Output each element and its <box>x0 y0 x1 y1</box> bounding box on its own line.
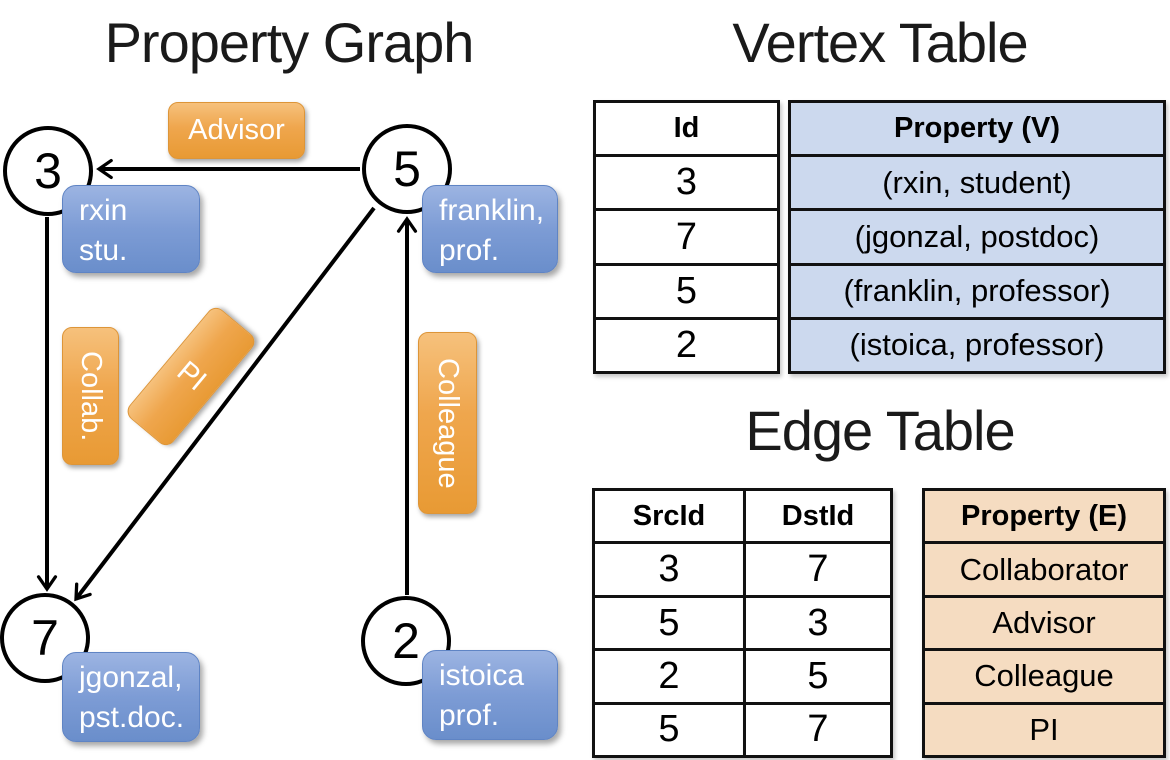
edge-table-property-column: Property (E) Collaborator Advisor Collea… <box>922 488 1166 758</box>
vertex-table-cell: (franklin, professor) <box>791 262 1163 317</box>
edge-table-cell: 7 <box>746 701 890 755</box>
vertex-property-box-5: franklin, prof. <box>422 185 558 273</box>
edge-label-text: PI <box>170 355 213 398</box>
vertex-property-box-3: rxin stu. <box>62 185 200 273</box>
edge-table-cell: 2 <box>595 648 743 701</box>
node-id-label: 5 <box>393 141 421 197</box>
edge-table-header-property: Property (E) <box>925 491 1163 542</box>
edge-label-collab: Collab. <box>62 327 119 465</box>
edge-table-cell: 3 <box>595 541 743 594</box>
vertex-table-cell: 3 <box>596 154 777 208</box>
graph-node-2: 2 <box>361 596 451 686</box>
node-id-label: 7 <box>31 610 59 666</box>
edge-table-cell: PI <box>925 701 1163 756</box>
vertex-table-cell: (jgonzal, postdoc) <box>791 208 1163 263</box>
edge-label-text: Collab. <box>75 350 107 442</box>
edge-table-srcid-column: SrcId 3 5 2 5 <box>592 488 743 758</box>
vertex-table-cell: 5 <box>596 262 777 317</box>
vertex-property-line: rxin <box>79 194 128 227</box>
edge-label-advisor: Advisor <box>168 102 305 159</box>
node-id-label: 3 <box>34 143 62 199</box>
edge-label-text: Advisor <box>188 114 285 146</box>
vertex-table-property-column: Property (V) (rxin, student) (jgonzal, p… <box>788 100 1166 374</box>
vertex-table-cell: (rxin, student) <box>791 154 1163 209</box>
edge-table-cell: 5 <box>746 648 890 701</box>
vertex-property-line: prof. <box>439 699 500 732</box>
edge-table-cell: 3 <box>746 594 890 648</box>
edge-table-dstid-column: DstId 7 3 5 7 <box>743 488 893 758</box>
vertex-table-title: Vertex Table <box>732 11 1028 74</box>
vertex-property-box-2: istoica prof. <box>422 650 558 740</box>
vertex-table-header-id: Id <box>673 112 700 145</box>
edge-table-header-srcid: SrcId <box>632 499 706 532</box>
vertex-property-line: stu. <box>79 234 128 267</box>
edge-label-colleague: Colleague <box>418 332 477 514</box>
edge-table-cell: 5 <box>595 701 743 755</box>
vertex-property-line: prof. <box>439 234 500 267</box>
edge-table-cell: 5 <box>595 594 743 648</box>
vertex-table-cell: (istoica, professor) <box>791 316 1163 372</box>
vertex-property-line: istoica <box>439 659 525 692</box>
vertex-property-line: jgonzal, <box>79 661 183 694</box>
edge-table-cell: Collaborator <box>925 541 1163 595</box>
vertex-table-cell: 7 <box>596 208 777 262</box>
vertex-property-line: franklin, <box>439 194 545 227</box>
edge-table-cell: Colleague <box>925 648 1163 702</box>
vertex-table-id-column: Id 3 7 5 2 <box>593 100 780 374</box>
vertex-property-box-7: jgonzal, pst.doc. <box>62 652 200 742</box>
vertex-table-header-property: Property (V) <box>791 103 1163 155</box>
edge-table-title: Edge Table <box>745 399 1015 462</box>
edge-label-text: Colleague <box>432 357 464 489</box>
edge-arrow-pi-5-to-7 <box>74 206 376 602</box>
graph-node-5: 5 <box>362 124 452 214</box>
edge-table-cell: 7 <box>746 541 890 594</box>
vertex-property-line: pst.doc. <box>79 701 185 734</box>
edge-table-header-dstid: DstId <box>781 499 855 532</box>
vertex-table-cell: 2 <box>596 316 777 371</box>
graph-edges-canvas <box>36 158 418 602</box>
node-id-label: 2 <box>392 613 420 669</box>
edge-table-cell: Advisor <box>925 594 1163 649</box>
property-graph-title: Property Graph <box>104 11 475 74</box>
